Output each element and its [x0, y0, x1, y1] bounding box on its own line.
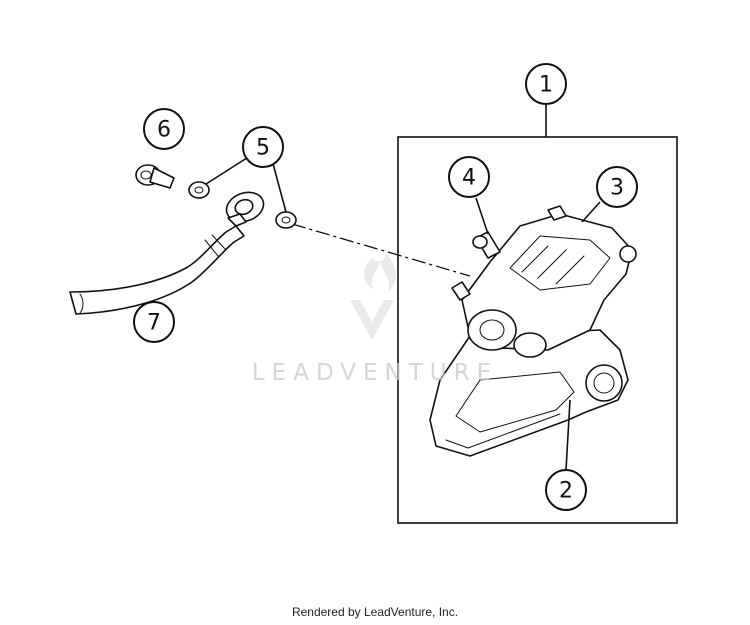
- caliper-bracket: [429, 329, 629, 457]
- watermark-text: LEADVENTURE: [251, 360, 499, 386]
- caliper-body: [451, 205, 637, 358]
- banjo-fitting: [225, 191, 265, 227]
- assembly-frame: [397, 136, 678, 524]
- leader-4: [475, 197, 489, 235]
- callout-3-label: 3: [610, 176, 624, 201]
- banjo-bolt: [135, 164, 175, 189]
- callout-5-label: 5: [256, 136, 270, 161]
- callout-6: 6: [143, 108, 185, 150]
- bleeder-valve: [472, 231, 501, 259]
- sealing-washer-left: [188, 181, 210, 199]
- alignment-dash-line: [291, 223, 471, 277]
- brake-hose: [69, 225, 245, 315]
- callout-6-label: 6: [157, 118, 171, 143]
- leader-2: [565, 399, 571, 471]
- callout-7: 7: [133, 301, 175, 343]
- leader-3: [581, 201, 601, 223]
- callout-3: 3: [596, 166, 638, 208]
- watermark-logo: [350, 254, 397, 340]
- callout-2: 2: [545, 469, 587, 511]
- callout-4: 4: [448, 156, 490, 198]
- leader-5b: [271, 159, 287, 213]
- footer-credit: Rendered by LeadVenture, Inc.: [291, 605, 459, 619]
- callout-2-label: 2: [559, 479, 573, 504]
- leader-5a: [205, 155, 251, 185]
- callout-4-label: 4: [462, 166, 476, 191]
- callout-1-label: 1: [539, 73, 553, 98]
- callout-7-label: 7: [147, 311, 161, 336]
- callout-5: 5: [242, 126, 284, 168]
- callout-1: 1: [525, 63, 567, 105]
- sealing-washer-right: [275, 211, 297, 229]
